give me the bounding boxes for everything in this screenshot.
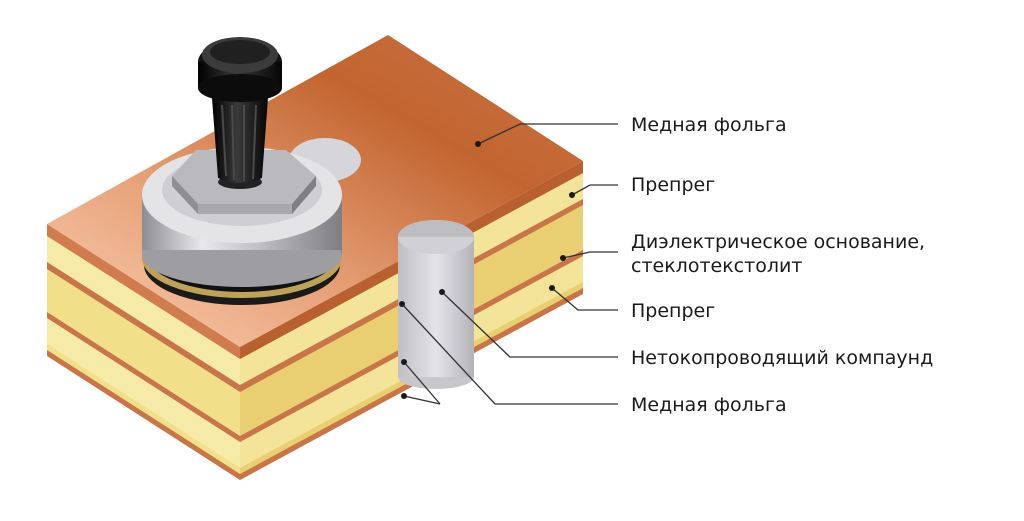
leader-copper-inner-3 xyxy=(403,395,441,405)
leader-lines xyxy=(401,123,618,405)
label-copper-foil-top: Медная фольга xyxy=(631,114,787,136)
label-dielectric: Диэлектрическое основание, стеклотекстол… xyxy=(631,230,925,278)
leader-copper-inner-1 xyxy=(401,303,618,405)
leader-prepreg-bottom xyxy=(551,287,618,311)
connector-body xyxy=(142,138,361,305)
label-copper-foil-inner: Медная фольга xyxy=(631,394,787,416)
leader-compound xyxy=(441,291,618,358)
leader-prepreg-top xyxy=(571,184,618,196)
compound-plug xyxy=(398,237,474,377)
label-prepreg-top: Препрег xyxy=(631,174,716,196)
leader-dots xyxy=(399,141,575,399)
via-hole xyxy=(398,220,474,389)
label-compound: Нетокопроводящий компаунд xyxy=(631,347,934,369)
leader-copper-top xyxy=(477,123,618,145)
label-dielectric-line2: стеклотекстолит xyxy=(631,255,803,277)
knob xyxy=(198,37,282,189)
label-prepreg-bottom: Препрег xyxy=(631,300,716,322)
label-dielectric-line1: Диэлектрическое основание, xyxy=(631,231,926,253)
leader-copper-inner-2 xyxy=(403,361,441,405)
leader-dielectric xyxy=(562,251,618,259)
